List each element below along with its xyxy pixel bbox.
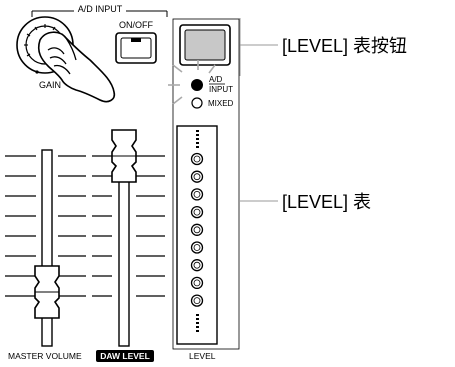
meter-led [190, 188, 204, 201]
ad-input-title: A/D INPUT [78, 4, 123, 14]
meter-led [190, 241, 204, 254]
level-button-callout: [LEVEL] 表按钮 [282, 36, 407, 56]
ad-input-header: A/D INPUT [31, 3, 168, 17]
onoff-button[interactable] [115, 32, 157, 64]
meter-led-inner [193, 173, 201, 181]
meter-led [190, 276, 204, 290]
daw-level-label: DAW LEVEL [100, 351, 150, 361]
meter-led-inner [193, 244, 201, 251]
meter-led-inner [193, 208, 201, 216]
master-volume-label: MASTER VOLUME [8, 351, 82, 361]
daw-level-fader[interactable] [92, 129, 165, 347]
level-label: LEVEL [189, 351, 216, 361]
hand-turning-knob-icon [37, 31, 116, 103]
meter-led [190, 294, 204, 307]
meter-led [190, 205, 204, 219]
level-meter-callout: [LEVEL] 表 [282, 192, 371, 212]
meter-bottom-ticks [196, 314, 199, 332]
onoff-label: ON/OFF [119, 20, 153, 30]
ad-input-led [191, 79, 203, 91]
meter-led [190, 259, 204, 272]
mixed-label: MIXED [208, 99, 234, 108]
meter-led-inner [193, 155, 201, 163]
led-glow-icon [168, 60, 216, 105]
meter-dots [190, 152, 204, 307]
meter-led-inner [193, 279, 201, 287]
level-meter-button[interactable] [179, 24, 231, 66]
meter-top-ticks [196, 130, 199, 148]
daw-level-badge [96, 350, 154, 362]
gain-label: GAIN [39, 80, 61, 90]
meter-led [190, 170, 204, 183]
mixed-led [191, 97, 203, 109]
meter-led-inner [193, 261, 201, 269]
meter-led [190, 223, 204, 236]
meter-led-inner [193, 297, 201, 305]
meter-led-inner [193, 226, 201, 234]
ad-input-line1: A/D [209, 75, 223, 84]
meter-led-inner [193, 190, 201, 198]
ad-input-line2: INPUT [209, 85, 233, 94]
master-volume-fader[interactable] [5, 149, 86, 347]
meter-led [190, 152, 204, 166]
